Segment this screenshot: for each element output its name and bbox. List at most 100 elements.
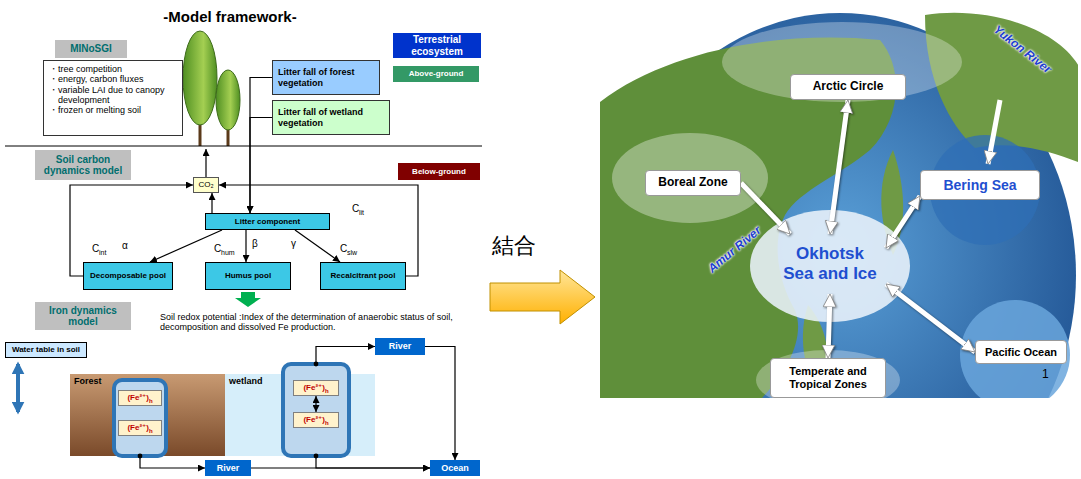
node-text: MINoSGI xyxy=(58,43,124,55)
sink-box: River xyxy=(375,338,425,355)
leach-arrow xyxy=(235,292,261,307)
model-tag: Soil carbon dynamics model xyxy=(35,150,131,180)
iron-box: (Fe²⁺)h xyxy=(293,380,339,396)
flow-arrow xyxy=(741,183,790,234)
pool-box: Humus pool xyxy=(205,262,291,290)
section-tag: Above-ground xyxy=(393,66,479,82)
section-tag: Terrestrial ecosystem xyxy=(393,33,481,58)
node-text: Arctic Circle xyxy=(794,80,902,94)
node-text: ・frozen or melting soil xyxy=(49,105,177,115)
flow-arrow xyxy=(886,196,920,248)
node-text: River xyxy=(378,341,422,351)
node-text: Above-ground xyxy=(396,69,476,78)
node-text: Litter component xyxy=(209,217,326,226)
pacific-region xyxy=(960,300,1070,398)
subscript-text: h xyxy=(325,388,329,394)
model-tag: Iron dynamics model xyxy=(35,302,131,330)
feature-list: ・tree competition・energy, carbon fluxes・… xyxy=(43,60,183,136)
node-text: ・energy, carbon fluxes xyxy=(49,74,177,84)
node-text: Pacific Ocean xyxy=(979,346,1063,359)
soil-panel: Forest(Fe²⁺)h(Fe²⁺)h xyxy=(70,374,225,456)
node-text: Soil carbon dynamics model xyxy=(38,154,128,177)
gas-box: CO₂ xyxy=(193,177,219,193)
pool-box: Recalcitrant pool xyxy=(320,262,406,290)
node-text: ・tree competition xyxy=(49,64,177,74)
connector xyxy=(140,456,205,468)
globe-map xyxy=(600,13,1078,398)
node-text: Forest xyxy=(74,376,221,386)
node-text: Boreal Zone xyxy=(649,176,737,190)
focus-region: Okhotsk Sea and Ice xyxy=(778,238,882,290)
flow-arrow xyxy=(828,294,830,358)
soil-water-box xyxy=(114,380,166,456)
subscript-text: h xyxy=(325,420,329,426)
symbol-text: C xyxy=(340,243,347,255)
river-label: Yukon River xyxy=(990,23,1053,77)
rate-symbol: γ xyxy=(291,238,296,250)
connector xyxy=(425,347,455,461)
node-text: Litter fall of forest vegetation xyxy=(278,67,374,88)
iron-box: (Fe²⁺)h xyxy=(293,412,339,428)
sink-box: Ocean xyxy=(430,460,480,476)
region-box: Boreal Zone xyxy=(645,170,741,196)
sink-box: River xyxy=(205,460,251,476)
node-text: Bering Sea xyxy=(924,177,1036,193)
note-text: Soil redox potential :Index of the deter… xyxy=(160,312,482,333)
process-box: Water table in soil xyxy=(5,342,87,358)
region-box: Bering Sea xyxy=(920,170,1040,200)
soil-panel: wetland(Fe²⁺)h(Fe²⁺)h xyxy=(225,374,375,456)
process-box: Litter fall of forest vegetation xyxy=(272,60,380,95)
symbol-text: C xyxy=(352,203,359,215)
pool-box: Litter component xyxy=(205,213,330,230)
flow-arrow xyxy=(886,284,975,352)
pool-box: Decomposable pool xyxy=(83,262,173,290)
diagram-title: -Model framework- xyxy=(150,8,310,25)
connector xyxy=(316,456,430,468)
region-box: Arctic Circle xyxy=(790,74,906,100)
region-box: Temperate and Tropical Zones xyxy=(770,358,886,398)
tree-crown xyxy=(183,31,217,125)
coupling-arrow xyxy=(490,270,595,324)
rate-symbol: α xyxy=(122,240,128,252)
model-tag: MINoSGI xyxy=(55,40,127,58)
node-text: Humus pool xyxy=(209,271,287,280)
connector xyxy=(316,347,375,365)
connector xyxy=(250,118,272,214)
process-box: Litter fall of wetland vegetation xyxy=(272,100,390,135)
temperate-region xyxy=(756,350,900,398)
subscript-text: hum xyxy=(221,249,235,257)
node-text: Temperate and Tropical Zones xyxy=(774,365,882,390)
node-text: (Fe²⁺) xyxy=(127,423,149,432)
node-text: Ocean xyxy=(433,463,477,473)
water-table-arrow xyxy=(16,364,20,412)
node-text: Litter fall of wetland vegetation xyxy=(278,107,384,128)
rate-symbol: β xyxy=(252,238,258,250)
river-label: Amur River xyxy=(706,224,764,276)
subscript-text: h xyxy=(149,398,153,404)
node-text: Okhotsk Sea and Ice xyxy=(781,244,879,283)
symbol-text: C xyxy=(92,243,99,255)
node-text: (Fe²⁺) xyxy=(127,393,149,402)
node-text: Terrestrial ecosystem xyxy=(396,34,478,57)
soil-ground xyxy=(70,374,225,456)
node-text: Water table in soil xyxy=(9,345,83,354)
subscript-text: slw xyxy=(347,249,357,257)
connector xyxy=(250,78,272,214)
node-text: (Fe²⁺) xyxy=(303,415,325,424)
connector xyxy=(211,193,212,213)
connector xyxy=(315,396,316,412)
soil-water-box xyxy=(283,364,349,456)
ground-line xyxy=(5,146,482,147)
connector xyxy=(295,230,340,262)
arctic-region xyxy=(722,22,962,102)
node-text: Decomposable pool xyxy=(87,271,169,280)
region-box: Pacific Ocean xyxy=(975,340,1067,364)
uptake-arrow xyxy=(205,149,206,177)
node-text: Below-ground xyxy=(401,167,477,176)
symbol-text: C xyxy=(214,243,221,255)
node-text: ・variable LAI due to canopy development xyxy=(49,85,177,106)
flow-arrow xyxy=(830,100,848,234)
node-text: Iron dynamics model xyxy=(38,305,128,328)
